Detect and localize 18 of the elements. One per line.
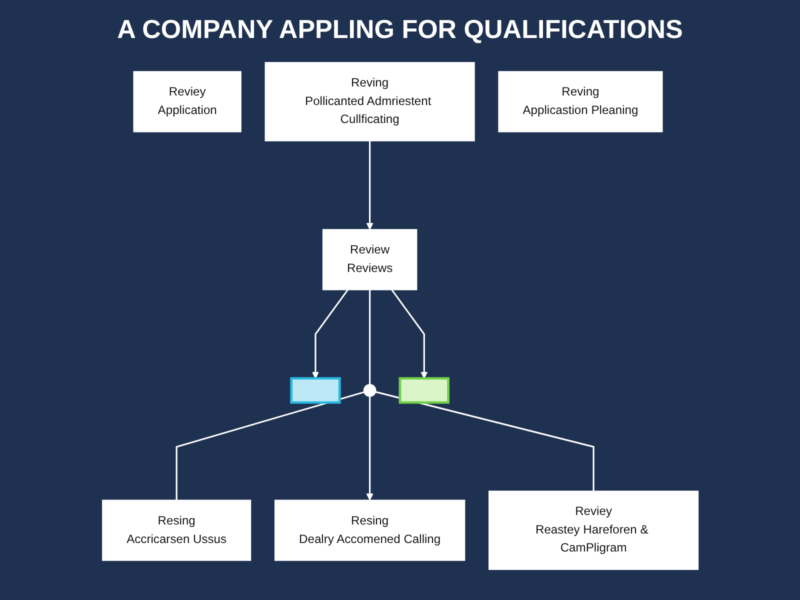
node-box: Reviey Application <box>132 71 242 132</box>
node-box: Resing Dealry Accomened Calling <box>274 500 465 561</box>
node-box <box>398 377 450 404</box>
node-circle <box>363 384 376 397</box>
connector <box>175 391 364 500</box>
connector <box>375 391 594 492</box>
node-box: Reving Applicastion Pleaning <box>498 71 662 132</box>
arrow <box>312 289 348 379</box>
node-box: Reviey Reastey Hareforen & CamPligram <box>488 490 698 570</box>
node-box <box>290 377 340 404</box>
node-box: Resing Accricarsen Ussus <box>102 500 251 561</box>
node-box: Reving Pollicanted Admriestent Cullficating <box>264 62 475 142</box>
arrow <box>366 140 374 230</box>
diagram-title: A COMPANY APPLING FOR QUALIFICATIONS <box>116 13 684 46</box>
node-box: Review Reviews <box>322 229 417 290</box>
arrow <box>390 289 428 379</box>
connector <box>368 290 370 384</box>
arrow <box>366 396 374 500</box>
